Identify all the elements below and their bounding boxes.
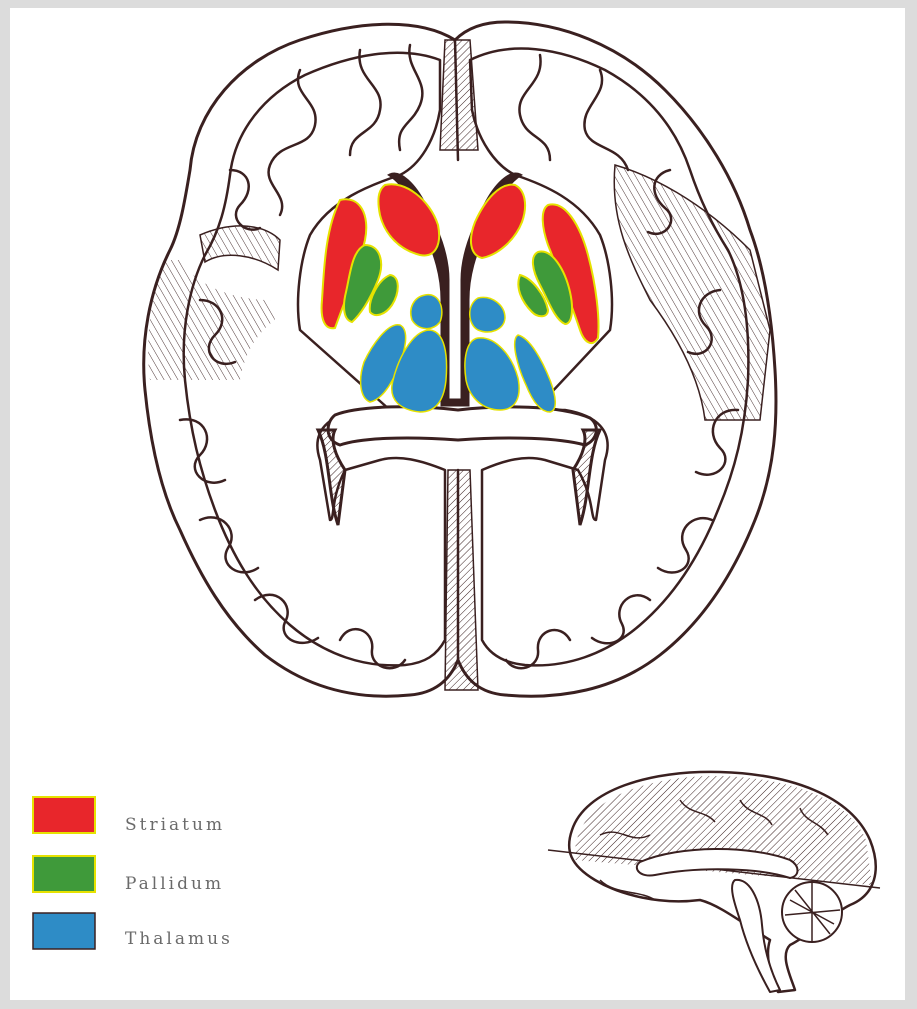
legend <box>33 797 95 949</box>
sagittal-inset-brain <box>548 772 880 992</box>
legend-swatch-pallidum <box>33 856 95 892</box>
corpus-callosum-splenium <box>328 407 596 445</box>
legend-label-pallidum: Pallidum <box>125 874 224 894</box>
left-thalamus-anterior <box>411 295 442 329</box>
legend-swatch-thalamus <box>33 913 95 949</box>
legend-label-thalamus: Thalamus <box>125 929 233 949</box>
legend-label-striatum: Striatum <box>125 815 225 835</box>
legend-swatch-striatum <box>33 797 95 833</box>
